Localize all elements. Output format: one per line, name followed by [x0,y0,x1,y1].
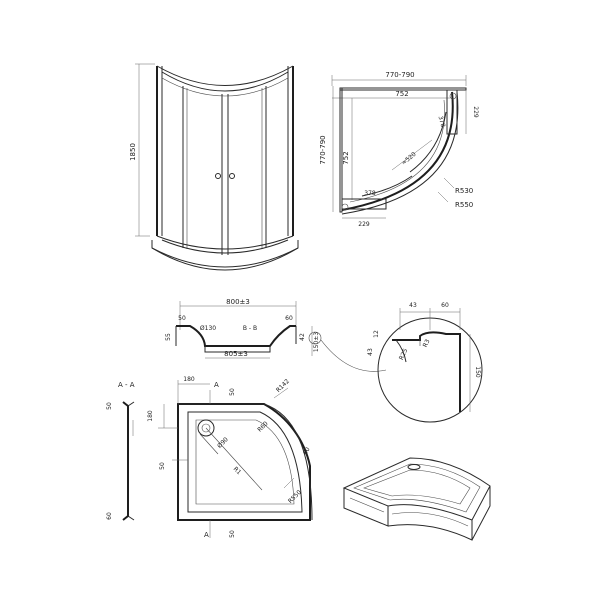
plan-inner-width-label: 752 [395,90,408,98]
tray-60-right-label: 60 [302,446,312,456]
right-door-handle [229,173,235,179]
cabin-front-view: 1850 [129,63,299,271]
tray-isometric-view [342,457,491,541]
aa-section-label: A - A [118,381,135,389]
plan-leg-right-label: 229 [472,106,479,118]
detail-top-b-label: 60 [441,302,449,309]
section-name-label: B - B [243,325,257,332]
plan-opening-label: ≈520 [400,151,417,167]
tray-plan-view: A - A 50 60 180 A 180 50 50 50 A R142 [106,376,313,539]
aa-bottom-label: 60 [106,512,113,520]
aa-top-label: 50 [106,402,113,410]
section-right-edge-label: 60 [285,315,293,322]
plan-door-top-label: 378 [437,115,447,128]
tray-rib-label: R1 [232,466,243,477]
plan-radius-outer-label: R550 [455,201,473,209]
section-right-height-label: 42 [299,333,306,341]
left-door-handle [215,173,221,179]
cabin-plan-view: 770-790 752 770-790 752 229 229 378 378 [319,71,479,228]
detail-top-a-label: 43 [409,302,417,309]
section-total-height-label: 150±3 [313,332,320,352]
detail-radius-a-label: R3 [422,338,432,348]
tray-50-side-label: 50 [159,462,166,470]
detail-height-label: 150 [474,366,481,378]
tray-drain-label: Ø90 [216,436,230,450]
tray-marker-a-bottom: A [204,531,209,539]
tray-section-bb: 800±3 50 55 Ø130 B - B 60 42 150±3 805±3 [165,298,387,372]
plan-inner-depth-label: 752 [342,151,350,164]
plan-leg-bottom-label: 229 [358,221,370,228]
tray-180-side-label: 180 [147,410,154,422]
plan-depth-label: 770-790 [319,135,327,164]
section-drain-label: Ø130 [200,325,216,332]
tray-180-top-label: 180 [183,376,195,383]
tray-50-top-label: 50 [229,388,236,396]
detail-view: 43 60 12 43 R3 R25 150 [367,302,483,423]
tray-marker-a-top: A [214,381,219,389]
iso-drain [407,464,421,470]
detail-lip-label: 12 [373,330,380,338]
plan-door-bottom-label: 378 [364,190,376,197]
plan-radius-inner-label: R530 [455,187,473,195]
drain-outlet [197,419,215,437]
cabin-height-label: 1850 [129,143,137,161]
section-left-edge-label: 50 [178,315,186,322]
tray-radius-r60-label: R60 [256,420,269,433]
section-inner-width-label: 805±3 [224,350,248,358]
plan-width-label: 770-790 [385,71,414,79]
detail-side-label: 43 [367,348,374,356]
section-width-label: 800±3 [226,298,250,306]
detail-radius-b-label: R25 [398,347,409,361]
section-left-height-label: 55 [165,333,172,341]
tray-50-bottom-label: 50 [229,530,236,538]
